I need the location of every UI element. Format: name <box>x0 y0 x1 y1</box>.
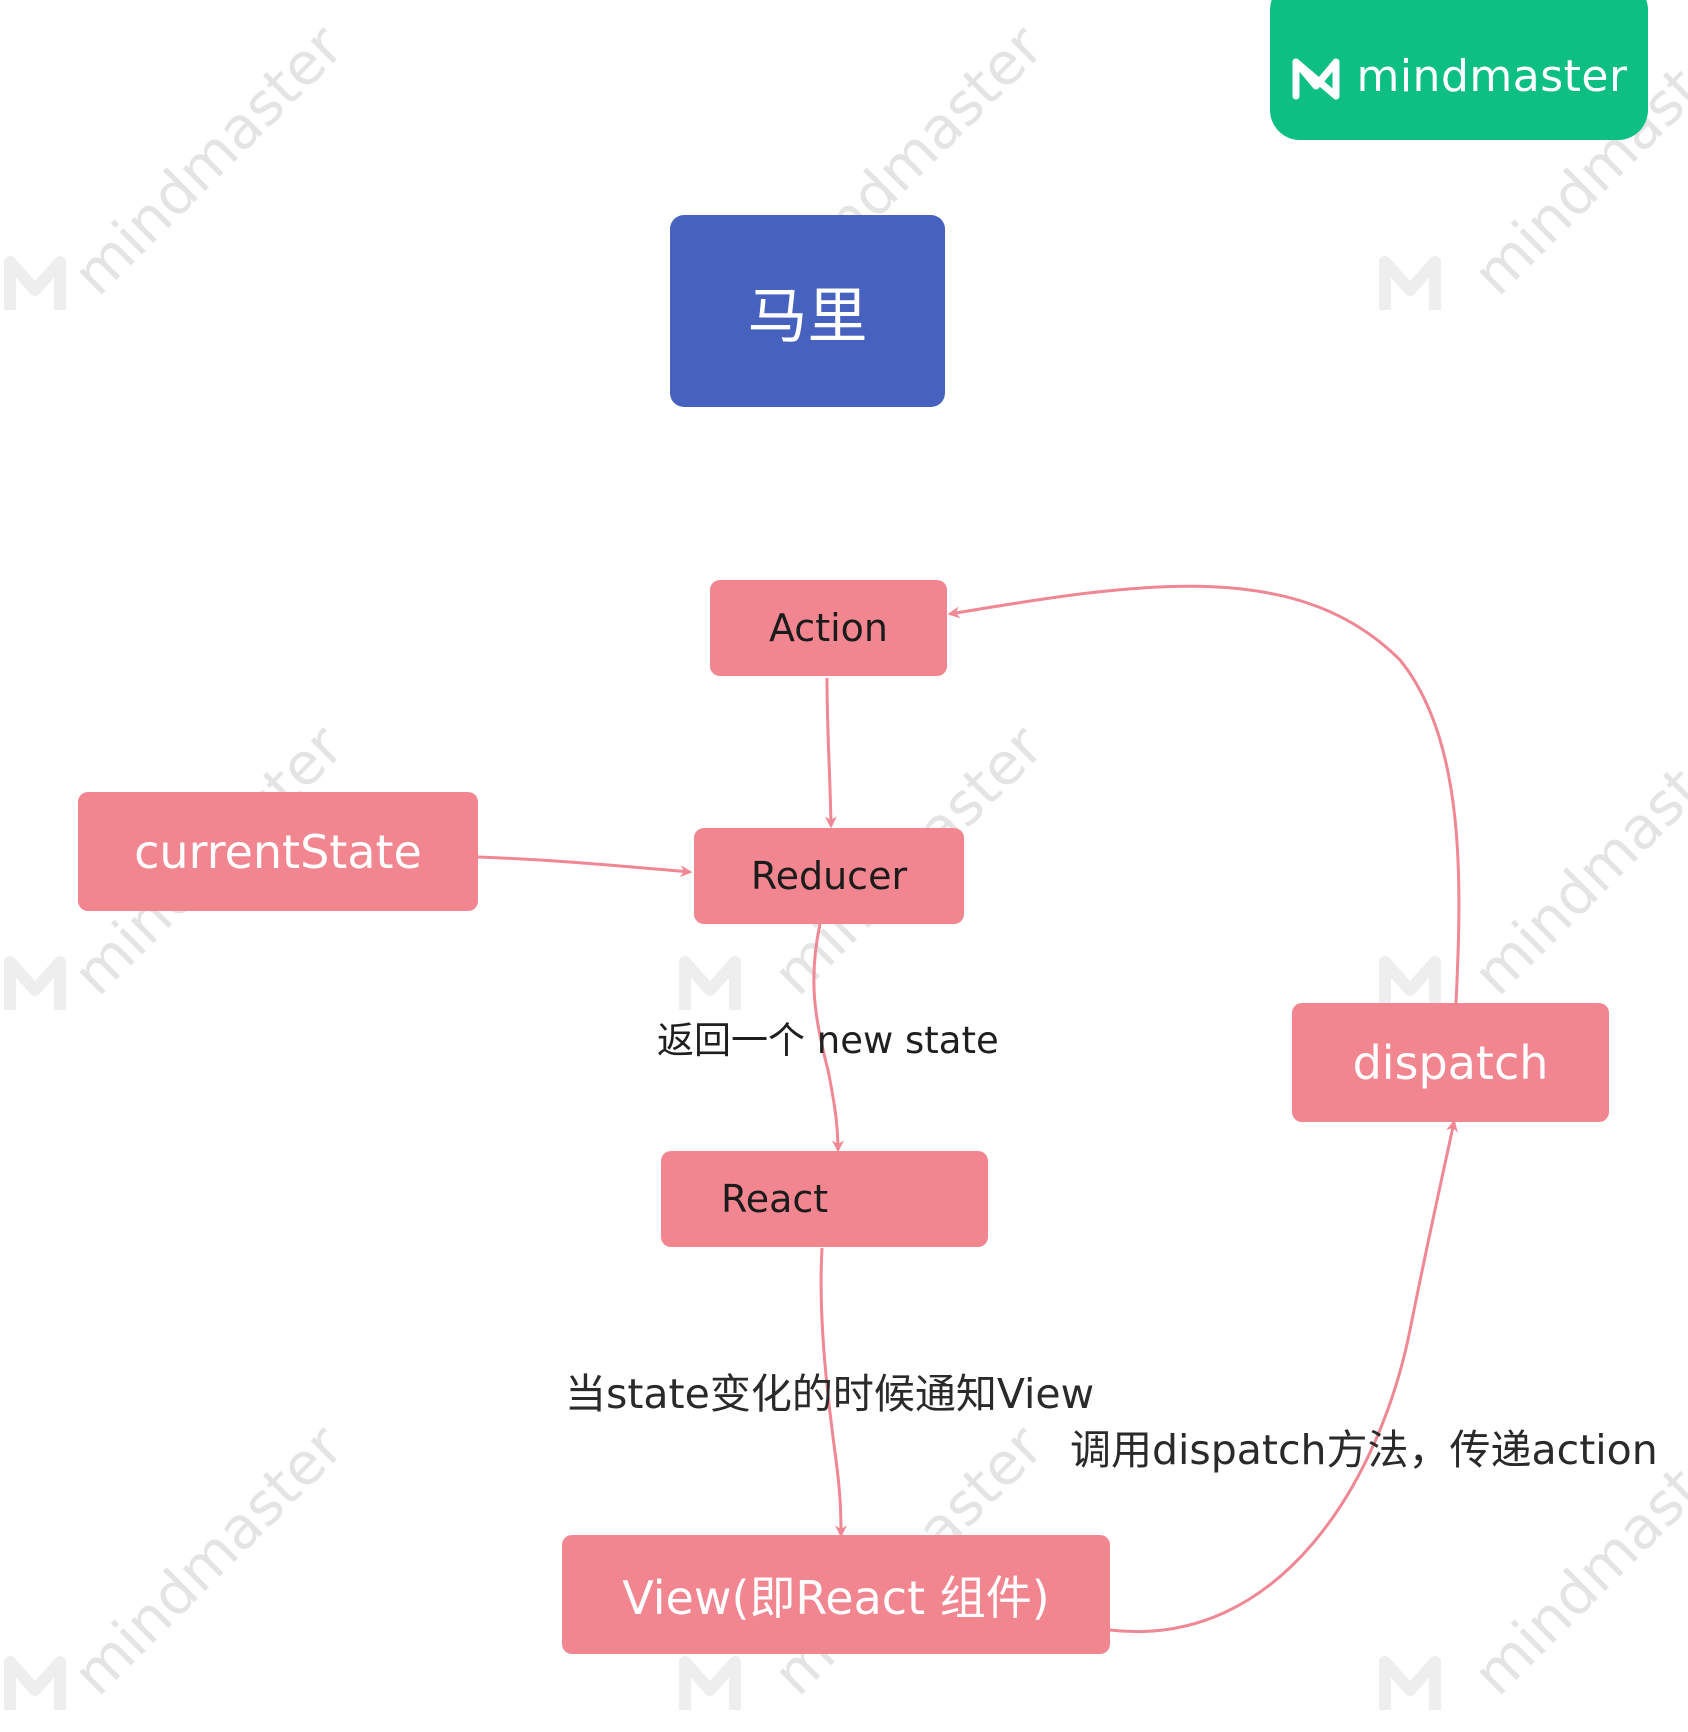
node-current-state-label: currentState <box>134 824 422 879</box>
edge-currentstate-to-reducer <box>477 855 693 878</box>
mindmaster-logo-icon <box>1292 58 1340 100</box>
node-dispatch[interactable]: dispatch <box>1292 1003 1609 1122</box>
title-node[interactable]: 马里 <box>670 215 945 407</box>
edge-action-to-reducer <box>824 677 837 829</box>
node-react[interactable]: React <box>661 1151 988 1247</box>
node-dispatch-label: dispatch <box>1352 1035 1549 1090</box>
node-reducer-label: Reducer <box>750 854 908 898</box>
edge-react-to-view <box>819 1247 847 1538</box>
node-react-label: React <box>721 1177 829 1221</box>
title-node-label: 马里 <box>747 281 868 352</box>
edge-view-to-dispatch <box>1109 1119 1458 1634</box>
edge-label-react-to-view: 当state变化的时候通知View <box>565 1370 1095 1418</box>
node-current-state[interactable]: currentState <box>78 792 478 911</box>
node-action-label: Action <box>768 606 888 650</box>
node-view-label: View(即React 组件) <box>622 1570 1050 1625</box>
edge-label-reducer-to-react: 返回一个 new state <box>657 1019 999 1062</box>
edge-reducer-to-react <box>812 923 844 1153</box>
node-action[interactable]: Action <box>710 580 947 676</box>
brand-name: mindmaster <box>1356 51 1628 102</box>
node-view[interactable]: View(即React 组件) <box>562 1535 1110 1654</box>
node-reducer[interactable]: Reducer <box>694 828 964 924</box>
edge-dispatch-to-action <box>947 584 1461 1004</box>
edge-label-view-to-dispatch: 调用dispatch方法，传递action <box>1070 1426 1658 1474</box>
brand-badge: mindmaster <box>1270 0 1648 140</box>
